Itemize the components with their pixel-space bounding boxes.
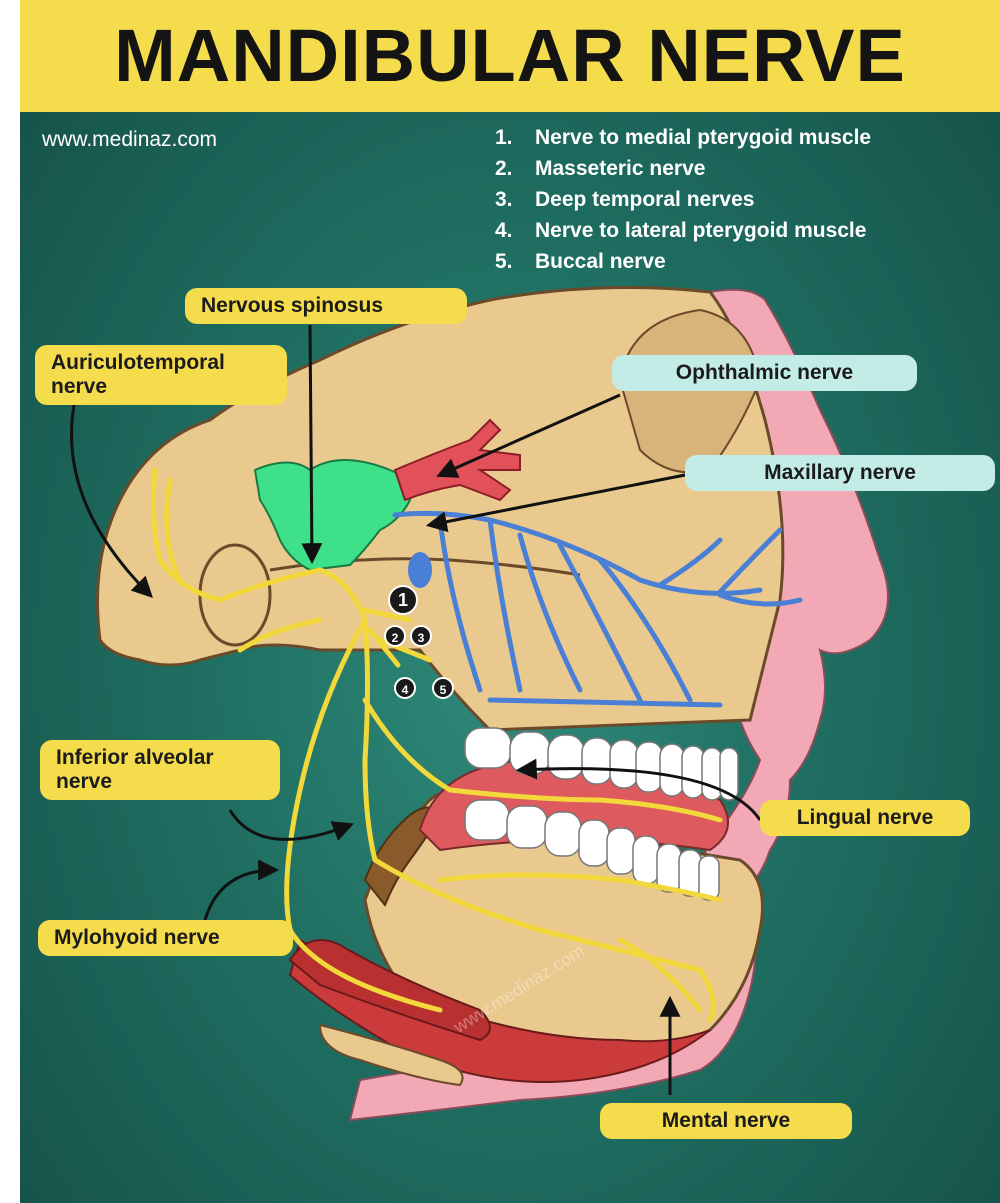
branch-marker-3: 3 [410, 625, 432, 647]
branch-list-item: 5.Buccal nerve [495, 246, 871, 277]
branch-list-item: 2.Masseteric nerve [495, 153, 871, 184]
branch-marker-4: 4 [394, 677, 416, 699]
website-url: www.medinaz.com [42, 128, 217, 152]
arrow-mylohyoid [205, 870, 275, 920]
label-inferior-alveolar: Inferior alveolar nerve [40, 740, 280, 800]
branch-list-item: 4.Nerve to lateral pterygoid muscle [495, 215, 871, 246]
label-lingual: Lingual nerve [760, 800, 970, 836]
branch-marker-2: 2 [384, 625, 406, 647]
label-mylohyoid: Mylohyoid nerve [38, 920, 293, 956]
label-nervous-spinosus: Nervous spinosus [185, 288, 467, 324]
poster: MANDIBULAR NERVE www.medinaz.com 1.Nerve… [20, 0, 1000, 1203]
branch-list: 1.Nerve to medial pterygoid muscle 2.Mas… [495, 122, 871, 277]
title-bar: MANDIBULAR NERVE [20, 0, 1000, 112]
branch-list-item: 3.Deep temporal nerves [495, 184, 871, 215]
label-mental: Mental nerve [600, 1103, 852, 1139]
page-title: MANDIBULAR NERVE [20, 14, 1000, 98]
branch-marker-1: 1 [388, 585, 418, 615]
label-maxillary: Maxillary nerve [685, 455, 995, 491]
label-auriculotemporal: Auriculotemporal nerve [35, 345, 287, 405]
branch-list-item: 1.Nerve to medial pterygoid muscle [495, 122, 871, 153]
label-ophthalmic: Ophthalmic nerve [612, 355, 917, 391]
branch-marker-5: 5 [432, 677, 454, 699]
pterygopalatine-ganglion [408, 552, 432, 588]
arrow-nervous-spinosus [310, 325, 312, 560]
